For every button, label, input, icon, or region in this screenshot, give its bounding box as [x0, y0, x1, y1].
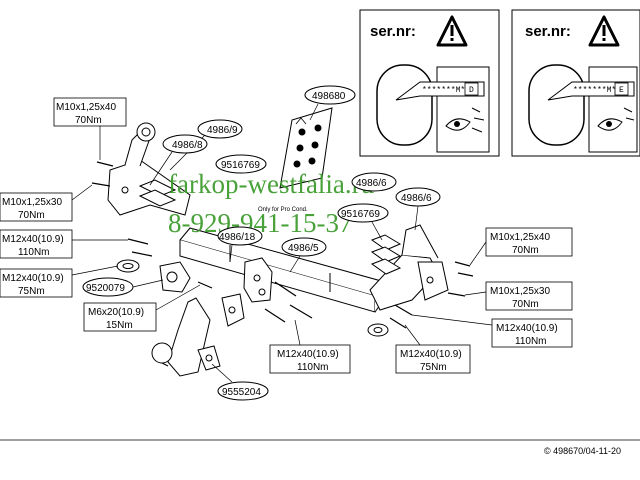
torque-spec: M10x1,25x40 — [56, 102, 116, 113]
serial-title: ser.nr: — [370, 23, 416, 40]
part-4986-6-upper: 4986/6 — [351, 172, 397, 192]
plate-text: *******M* — [573, 86, 616, 95]
torque-spec: M10x1,25x30 — [490, 286, 550, 297]
torque-label-m10x40-right: M10x1,25x40 70Nm — [469, 227, 573, 266]
part-4986-6-lower: 4986/6 — [395, 187, 441, 231]
torque-value: 110Nm — [18, 247, 50, 258]
part-4986-8: 4986/8 — [149, 134, 208, 186]
torque-spec: M10x1,25x30 — [2, 197, 62, 208]
part-number: 4986/18 — [219, 232, 256, 243]
torque-value: 110Nm — [515, 336, 547, 347]
spacer-plates-left — [138, 179, 177, 207]
coupling-socket — [159, 261, 191, 293]
serial-box-right: ser.nr: *******M* E — [511, 9, 640, 157]
torque-value: 70Nm — [512, 299, 539, 310]
part-4986-18: 4986/18 — [217, 226, 263, 263]
part-number: 4986/5 — [288, 243, 319, 254]
right-side-bracket — [369, 224, 449, 311]
part-number: 9516769 — [341, 209, 380, 220]
torque-value: 70Nm — [18, 210, 45, 221]
plate-location-icon: *******M* D — [376, 64, 490, 153]
torque-label-m12-110-left: M12x40(10.9) 110Nm — [0, 229, 128, 259]
locking-pin-assembly — [197, 293, 245, 371]
plate-text: *******M* — [422, 86, 465, 95]
torque-label-m10x30-left: M10x1,25x30 70Nm — [0, 184, 93, 222]
torque-spec: M12x40(10.9) — [400, 349, 462, 360]
part-9520079: 9520079 — [82, 277, 164, 297]
torque-spec: M12x40(10.9) — [277, 349, 339, 360]
torque-label-m12-110-right: M12x40(10.9) 110Nm — [411, 314, 573, 348]
part-number: 498680 — [312, 91, 346, 102]
part-number: 4986/9 — [207, 125, 238, 136]
plate-letter: E — [619, 86, 624, 95]
plate-location-icon: *******M* E — [528, 64, 638, 153]
part-number: 9555204 — [222, 387, 261, 398]
torque-label-m12-110-center: M12x40(10.9) 110Nm — [269, 319, 351, 374]
cross-beam — [179, 227, 386, 313]
part-9516769-left: 9516769 — [215, 154, 267, 174]
warning-icon — [436, 15, 468, 47]
part-4986-9: 4986/9 — [169, 119, 243, 171]
washer-left — [116, 259, 140, 273]
torque-value: 70Nm — [512, 245, 539, 256]
bolts — [91, 161, 474, 329]
plate-letter: D — [469, 86, 474, 95]
part-number-callouts: 498680 4986/9 4986/8 9516769 4986/6 9516… — [82, 85, 441, 401]
towbar-drawing — [91, 107, 474, 377]
torque-value: 75Nm — [420, 362, 447, 373]
part-number: 4986/6 — [401, 193, 432, 204]
plate-caption: Only for Pro Cond. — [258, 207, 308, 213]
part-9516769-right: 9516769 — [337, 203, 389, 241]
torque-value: 15Nm — [106, 320, 133, 331]
part-number: 4986/8 — [172, 140, 203, 151]
torque-spec: M12x40(10.9) — [2, 273, 64, 284]
torque-label-m6x20: M6x20(10.9) 15Nm — [83, 284, 201, 332]
part-number: 4986/6 — [356, 178, 387, 189]
torque-value: 75Nm — [18, 286, 45, 297]
torque-spec: M6x20(10.9) — [88, 307, 144, 318]
torque-label-m10x30-right: M10x1,25x30 70Nm — [464, 281, 573, 311]
torque-spec: M10x1,25x40 — [490, 232, 550, 243]
center-bracket — [243, 257, 273, 303]
serial-box-left: ser.nr: *******M* D — [359, 9, 500, 157]
part-number: 9520079 — [86, 283, 125, 294]
torque-spec: M12x40(10.9) — [2, 234, 64, 245]
torque-value: 70Nm — [75, 115, 102, 126]
watermark: farkop-westfalia.ru 8-929-941-15-37 — [168, 169, 375, 238]
part-498680: 498680 — [304, 85, 356, 121]
watermark-site: farkop-westfalia.ru — [168, 169, 375, 199]
part-9555204: 9555204 — [211, 363, 269, 401]
washer-right — [367, 323, 389, 337]
torque-label-m12-75-left: M12x40(10.9) 75Nm — [0, 265, 119, 298]
spacer-plates-right — [370, 234, 402, 275]
part-4986-5: 4986/5 — [281, 237, 327, 273]
torque-label-m10x40-left: M10x1,25x40 70Nm — [53, 97, 127, 160]
mounting-plate — [279, 107, 333, 189]
torque-label-m12-75-center: M12x40(10.9) 75Nm — [395, 324, 471, 374]
footer-code: © 498670/04-11-20 — [544, 446, 621, 456]
part-number: 9516769 — [221, 160, 260, 171]
torque-labels: M10x1,25x40 70Nm M10x1,25x30 70Nm M12x40… — [0, 97, 573, 374]
torque-spec: M12x40(10.9) — [496, 323, 558, 334]
tow-ball — [151, 297, 211, 377]
warning-icon — [588, 15, 620, 47]
serial-title: ser.nr: — [525, 23, 571, 40]
torque-value: 110Nm — [297, 362, 329, 373]
